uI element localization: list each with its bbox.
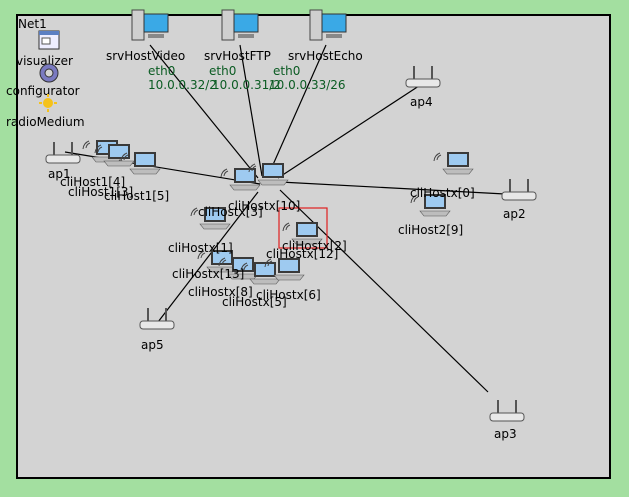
server-ftp-iface: eth0 (209, 64, 237, 78)
host-label: cliHostx[0] (410, 186, 475, 200)
ap4-node[interactable] (404, 64, 442, 94)
host-label: cliHostx[10] (228, 199, 301, 213)
laptop-icon[interactable] (240, 261, 281, 285)
server-echo-label: srvHostEcho (288, 49, 363, 63)
server-ftp-node[interactable] (220, 6, 260, 48)
link-ap4 (277, 81, 426, 179)
server-computer-icon (131, 9, 169, 41)
host-label: cliHost1[4] (60, 175, 126, 189)
server-video-label: srvHostVideo (106, 49, 186, 63)
link-echo (267, 44, 327, 177)
sun-icon (39, 94, 57, 112)
server-ftp-label: srvHostFTP (204, 49, 271, 63)
host-label: cliHostx[6] (256, 288, 321, 302)
laptop-icon[interactable] (220, 167, 261, 191)
laptop-icon[interactable] (433, 151, 474, 175)
link-ap2 (279, 181, 506, 195)
link-video (149, 44, 259, 179)
ap2-node[interactable] (500, 177, 538, 207)
server-video-addr: 10.0.0.32/2 (148, 78, 217, 92)
host-label: cliHostx[3] (198, 205, 263, 219)
ap5-label: ap5 (141, 338, 164, 352)
access-point-icon (139, 308, 175, 330)
server-video-iface: eth0 (148, 64, 176, 78)
ap3-node[interactable] (488, 398, 526, 428)
access-point-icon (45, 142, 81, 164)
ap4-label: ap4 (410, 95, 433, 109)
host-label: cliHostx[12] (266, 247, 339, 261)
visualizer-node[interactable] (38, 30, 62, 56)
server-computer-icon (221, 9, 259, 41)
visualizer-label: visualizer (16, 54, 73, 68)
link-ap5 (157, 191, 259, 323)
host-label: cliHost2[9] (398, 223, 464, 237)
ap1-node[interactable] (44, 140, 82, 170)
access-point-icon (405, 66, 441, 88)
gear-icon (39, 63, 59, 83)
server-video-node[interactable] (130, 6, 170, 48)
server-echo-iface: eth0 (273, 64, 301, 78)
host-label: cliHostx[5] (222, 295, 287, 309)
visualizer-icon (38, 30, 60, 50)
selection-box (278, 207, 328, 249)
host-label: cliHostx[1] (168, 241, 233, 255)
server-ftp-addr: 10.0.0.31/2 (212, 78, 281, 92)
host-label: cliHostx[13] (172, 267, 245, 281)
server-echo-node[interactable] (308, 6, 348, 48)
access-point-icon (489, 400, 525, 422)
access-point-icon (501, 179, 537, 201)
ap3-label: ap3 (494, 427, 517, 441)
network-canvas[interactable] (16, 14, 611, 479)
radio-medium-label: radioMedium (6, 115, 85, 129)
ap2-label: ap2 (503, 207, 526, 221)
radio-medium-node[interactable] (38, 94, 58, 116)
ap1-label: ap1 (48, 167, 71, 181)
link-ftp (239, 44, 263, 177)
ap5-node[interactable] (138, 306, 176, 336)
configurator-label: configurator (6, 84, 80, 98)
host-label: cliHost1[5] (104, 189, 170, 203)
host-label[interactable]: cliHostx[2] (282, 239, 347, 253)
network-title: Net1 (18, 17, 47, 31)
server-echo-addr: 10.0.0.33/26 (269, 78, 346, 92)
configurator-node[interactable] (38, 62, 60, 88)
host-label: cliHostx[8] (188, 285, 253, 299)
host-label: cliHost1[3] (68, 185, 134, 199)
server-computer-icon (309, 9, 347, 41)
